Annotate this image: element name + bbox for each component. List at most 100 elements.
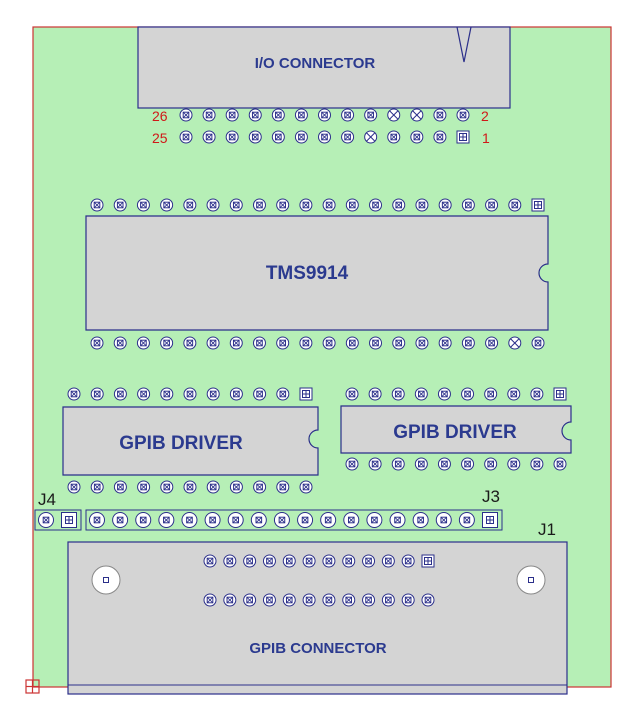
j3-pad (250, 512, 267, 528)
gpib-connector-pad (243, 554, 257, 568)
io-pad (318, 108, 331, 122)
io-pin-number-26: 26 (152, 108, 168, 124)
gpib-driver-left-pad (276, 480, 290, 494)
tms9914-pad (113, 336, 127, 350)
j4-pad (38, 512, 54, 528)
j1-reference-label: J1 (538, 520, 556, 539)
j3-pad (482, 512, 498, 528)
tms9914-pad (229, 198, 243, 212)
gpib-connector-pad (362, 593, 376, 607)
j3-pad (435, 512, 452, 528)
gpib-driver-right-pad (553, 387, 567, 401)
gpib-connector-pad (262, 554, 276, 568)
io-pad (225, 130, 239, 144)
mounting-hole-left-icon (91, 565, 121, 595)
tms9914-pins (90, 198, 545, 350)
gpib-driver-right-pad (345, 457, 359, 471)
gpib-connector-label: GPIB CONNECTOR (249, 640, 386, 657)
tms9914-pad (415, 198, 429, 212)
gpib-driver-right-pad (484, 457, 498, 471)
gpib-driver-left-pad (113, 387, 127, 401)
gpib-connector: GPIB CONNECTOR (67, 541, 568, 695)
j3-pad (135, 512, 152, 528)
gpib-driver-right-pad (368, 457, 382, 471)
gpib-driver-right-pad (484, 387, 498, 401)
io-pad (364, 130, 378, 144)
tms9914-pad (485, 198, 499, 212)
j3-pad (273, 512, 290, 528)
j3-pad (412, 512, 429, 528)
gpib-driver-right-pad (391, 387, 405, 401)
j3-header-pins (89, 512, 498, 528)
tms9914-pad (461, 336, 475, 350)
tms9914-pad (160, 198, 174, 212)
gpib-driver-right-pad (391, 457, 405, 471)
io-pin-number-25: 25 (152, 130, 168, 146)
tms9914-pad (531, 336, 545, 350)
io-pad (248, 130, 262, 144)
gpib-connector-pad (322, 554, 336, 568)
gpib-driver-right-pad (507, 457, 521, 471)
gpib-driver-left-pad (90, 387, 104, 401)
gpib-driver-left-pad (253, 480, 267, 494)
tms9914-pad (183, 198, 197, 212)
tms9914-pad (369, 336, 383, 350)
io-connector: I/O CONNECTOR (137, 26, 511, 109)
j3-pad (320, 512, 337, 528)
gpib-driver-right-pad (414, 387, 428, 401)
io-pad (456, 130, 470, 144)
io-pin-number-1: 1 (482, 130, 490, 146)
j3-pad (297, 512, 314, 528)
gpib-driver-left-chip: GPIB DRIVER (62, 406, 319, 476)
gpib-connector-pad (302, 554, 316, 568)
tms9914-pad (206, 336, 220, 350)
gpib-driver-right-pad (530, 457, 544, 471)
gpib-driver-left-pad (160, 387, 174, 401)
tms9914-pad (206, 198, 220, 212)
tms9914-pad (299, 336, 313, 350)
io-pin-number-2: 2 (481, 108, 489, 124)
io-pad (318, 130, 331, 144)
io-pad (225, 108, 239, 122)
tms9914-pad (276, 198, 290, 212)
gpib-driver-left-pad (299, 480, 313, 494)
tms9914-pad (229, 336, 243, 350)
gpib-driver-right-pad (461, 457, 475, 471)
gpib-connector-pad (362, 554, 376, 568)
tms9914-pad (276, 336, 290, 350)
gpib-driver-left-pad (229, 480, 243, 494)
gpib-connector-pad (243, 593, 257, 607)
tms9914-pad (160, 336, 174, 350)
io-pad (387, 130, 401, 144)
tms9914-pad (183, 336, 197, 350)
origin-marker-icon (25, 679, 40, 694)
io-pad (410, 108, 424, 122)
gpib-driver-right-chip: GPIB DRIVER (340, 405, 572, 454)
j3-pad (343, 512, 360, 528)
gpib-driver-left-pad (90, 480, 104, 494)
gpib-driver-right-pad (437, 457, 451, 471)
tms9914-chip: TMS9914 (85, 215, 549, 331)
gpib-driver-left-pad (137, 480, 151, 494)
gpib-connector-pad (401, 593, 415, 607)
gpib-connector-pad (302, 593, 316, 607)
gpib-driver-right-pad (461, 387, 475, 401)
tms9914-pad (485, 336, 499, 350)
tms9914-pad (322, 336, 336, 350)
gpib-driver-left-pad (183, 387, 197, 401)
gpib-driver-right-pins (345, 387, 567, 471)
tms9914-pad (90, 336, 104, 350)
gpib-driver-right-label: GPIB DRIVER (393, 422, 517, 443)
tms9914-pad (345, 336, 359, 350)
gpib-driver-left-pad (206, 480, 220, 494)
tms9914-pad (136, 198, 150, 212)
io-pad (387, 108, 401, 122)
tms9914-label: TMS9914 (266, 263, 349, 284)
tms9914-pad (252, 198, 266, 212)
io-pad (294, 130, 308, 144)
gpib-connector-pad (223, 554, 237, 568)
j3-pad (227, 512, 244, 528)
j3-pad (204, 512, 221, 528)
j4-reference-label: J4 (38, 490, 56, 509)
gpib-driver-right-pad (437, 387, 451, 401)
